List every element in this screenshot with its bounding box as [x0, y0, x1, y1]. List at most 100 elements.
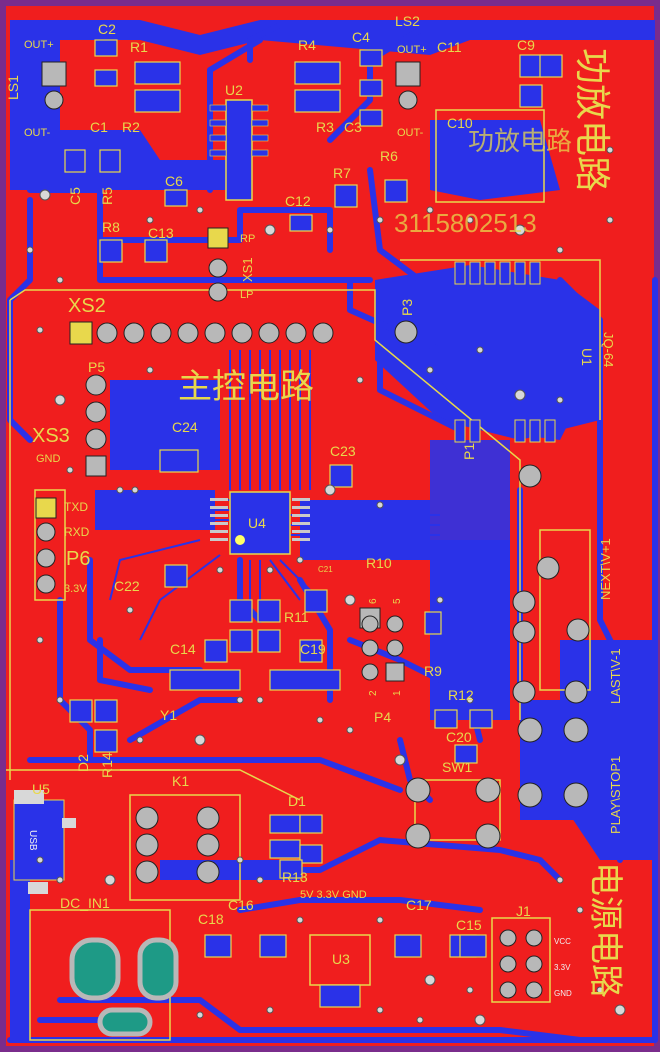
through-hole-pads — [35, 61, 590, 999]
ls2-label: LS2 — [395, 13, 420, 29]
via — [39, 189, 51, 201]
via — [436, 596, 444, 604]
via — [56, 276, 64, 284]
r13-label: R13 — [282, 869, 308, 885]
section-amp-mirror: 功放电路 — [468, 127, 572, 157]
via — [344, 594, 356, 606]
c11-label: C11 — [437, 39, 462, 55]
r3-label: R3 — [316, 119, 334, 135]
via — [26, 246, 34, 254]
next-label: NEXT\V+1 — [598, 538, 613, 600]
via — [256, 696, 264, 704]
p1-label: P1 — [461, 443, 477, 460]
via — [394, 754, 406, 766]
via — [376, 916, 384, 924]
silkscreen-text: LS1 OUT+ OUT- C2 R1 C1 R2 U2 R4 C4 LS2 O… — [5, 13, 623, 998]
j1-33-label: 3.3V — [554, 963, 571, 972]
d2-label: D2 — [75, 754, 91, 772]
via — [66, 466, 74, 474]
via — [116, 486, 124, 494]
via — [126, 606, 134, 614]
r1-label: R1 — [130, 39, 148, 55]
c21-label: C21 — [318, 565, 333, 574]
via — [466, 216, 474, 224]
u4-fanout-traces — [109, 350, 440, 641]
via — [474, 1014, 486, 1026]
lp-label: LP — [240, 289, 253, 301]
via — [426, 366, 434, 374]
via — [324, 484, 336, 496]
via — [146, 216, 154, 224]
via — [236, 856, 244, 864]
pin-2-label: 2 — [368, 690, 379, 696]
c23-label: C23 — [330, 443, 356, 459]
via — [556, 876, 564, 884]
c18-label: C18 — [198, 911, 224, 927]
via — [146, 366, 154, 374]
usb-label: USB — [27, 830, 38, 851]
section-amp-title: 功放电路 — [571, 48, 612, 192]
via — [376, 216, 384, 224]
y1-label: Y1 — [160, 707, 177, 723]
section-power-title: 电源电路 — [585, 862, 625, 998]
last-label: LAST\V-1 — [608, 648, 623, 704]
via — [376, 1006, 384, 1014]
u1-part-label: JQ-64 — [601, 332, 616, 367]
via — [316, 716, 324, 724]
c17-label: C17 — [406, 897, 432, 913]
c15-label: C15 — [456, 917, 482, 933]
r5-label: R5 — [99, 187, 115, 205]
r10-label: R10 — [366, 555, 392, 571]
txd-label: TXD — [64, 500, 88, 514]
via — [194, 734, 206, 746]
c20-label: C20 — [446, 729, 472, 745]
ls1-label: LS1 — [5, 75, 21, 100]
out-minus-2-label: OUT- — [397, 127, 424, 139]
u5-label: U5 — [32, 781, 50, 797]
r4-label: R4 — [298, 37, 316, 53]
k1-label: K1 — [172, 773, 189, 789]
u2-label: U2 — [225, 82, 243, 98]
c16-label: C16 — [228, 897, 254, 913]
pin-1-label: 1 — [392, 690, 403, 696]
via — [296, 556, 304, 564]
via — [514, 389, 526, 401]
via — [104, 874, 116, 886]
via — [606, 146, 614, 154]
j1-label: J1 — [516, 903, 531, 919]
c22-label: C22 — [114, 578, 140, 594]
via — [264, 224, 276, 236]
play-label: PLAY\STOP1 — [608, 756, 623, 834]
c3-label: C3 — [344, 119, 362, 135]
via — [466, 696, 474, 704]
c6-label: C6 — [165, 173, 183, 189]
c12-label: C12 — [285, 193, 311, 209]
via — [56, 876, 64, 884]
c10-label: C10 — [447, 115, 473, 131]
dc-jack-pads — [69, 937, 179, 1037]
smd-pads — [64, 39, 563, 1008]
u1-label: U1 — [579, 348, 595, 366]
via — [196, 1011, 204, 1019]
u4-chip — [210, 491, 310, 555]
via — [356, 376, 364, 384]
via — [36, 636, 44, 644]
rxd-label: RXD — [64, 525, 90, 539]
p5-label: P5 — [88, 359, 105, 375]
u4-label: U4 — [248, 515, 266, 531]
via — [236, 696, 244, 704]
r11-label: R11 — [284, 609, 309, 625]
via — [256, 876, 264, 884]
v33-label: 3.3V — [64, 583, 87, 595]
j1-gnd-label: GND — [554, 989, 572, 998]
r12-label: R12 — [448, 687, 474, 703]
c1-label: C1 — [90, 119, 108, 135]
via — [36, 856, 44, 864]
out-plus-2-label: OUT+ — [397, 44, 427, 56]
c24-label: C24 — [172, 419, 198, 435]
p6-label: P6 — [66, 548, 90, 570]
via — [196, 206, 204, 214]
dc-in-label: DC_IN1 — [60, 895, 110, 911]
xs3-label: XS3 — [32, 425, 70, 447]
d1-label: D1 — [288, 793, 306, 809]
